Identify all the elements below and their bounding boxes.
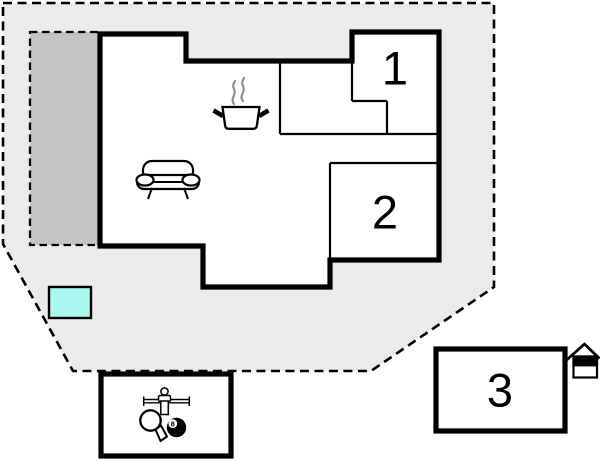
annex-house-icon bbox=[565, 342, 600, 379]
interior-walls bbox=[278, 61, 439, 260]
house-band bbox=[572, 355, 599, 367]
foosball-player-icon bbox=[142, 387, 191, 416]
pool bbox=[47, 285, 93, 320]
stove-pot-icon bbox=[212, 76, 270, 130]
table-tennis-paddle-icon bbox=[139, 409, 168, 442]
house-roof bbox=[565, 342, 600, 362]
foosball-player-torso bbox=[160, 400, 170, 416]
eight-ball-icon: 8 bbox=[166, 417, 187, 438]
eight-ball-circle bbox=[168, 419, 178, 428]
steam-line-right bbox=[240, 76, 246, 103]
eight-ball-number: 8 bbox=[171, 420, 175, 429]
room-1-label: 1 bbox=[382, 42, 408, 95]
sofa-leg-right bbox=[183, 187, 189, 200]
house-outline bbox=[97, 29, 442, 290]
foosball-player-head bbox=[160, 387, 169, 396]
sofa-armrest-left bbox=[135, 173, 155, 187]
paddle-head bbox=[139, 409, 162, 432]
sofa-leg-left bbox=[147, 187, 153, 200]
sofa-icon bbox=[135, 159, 201, 200]
annex-building-3 bbox=[433, 346, 568, 434]
sofa-armrest-right bbox=[181, 173, 201, 187]
pot-handle-left bbox=[212, 108, 225, 118]
steam-line-left bbox=[231, 79, 237, 106]
pot-body bbox=[221, 105, 261, 130]
pot-handle-right bbox=[257, 108, 270, 118]
room-2-label: 2 bbox=[372, 186, 398, 239]
terrace bbox=[28, 30, 102, 247]
room-3-label: 3 bbox=[487, 364, 513, 417]
